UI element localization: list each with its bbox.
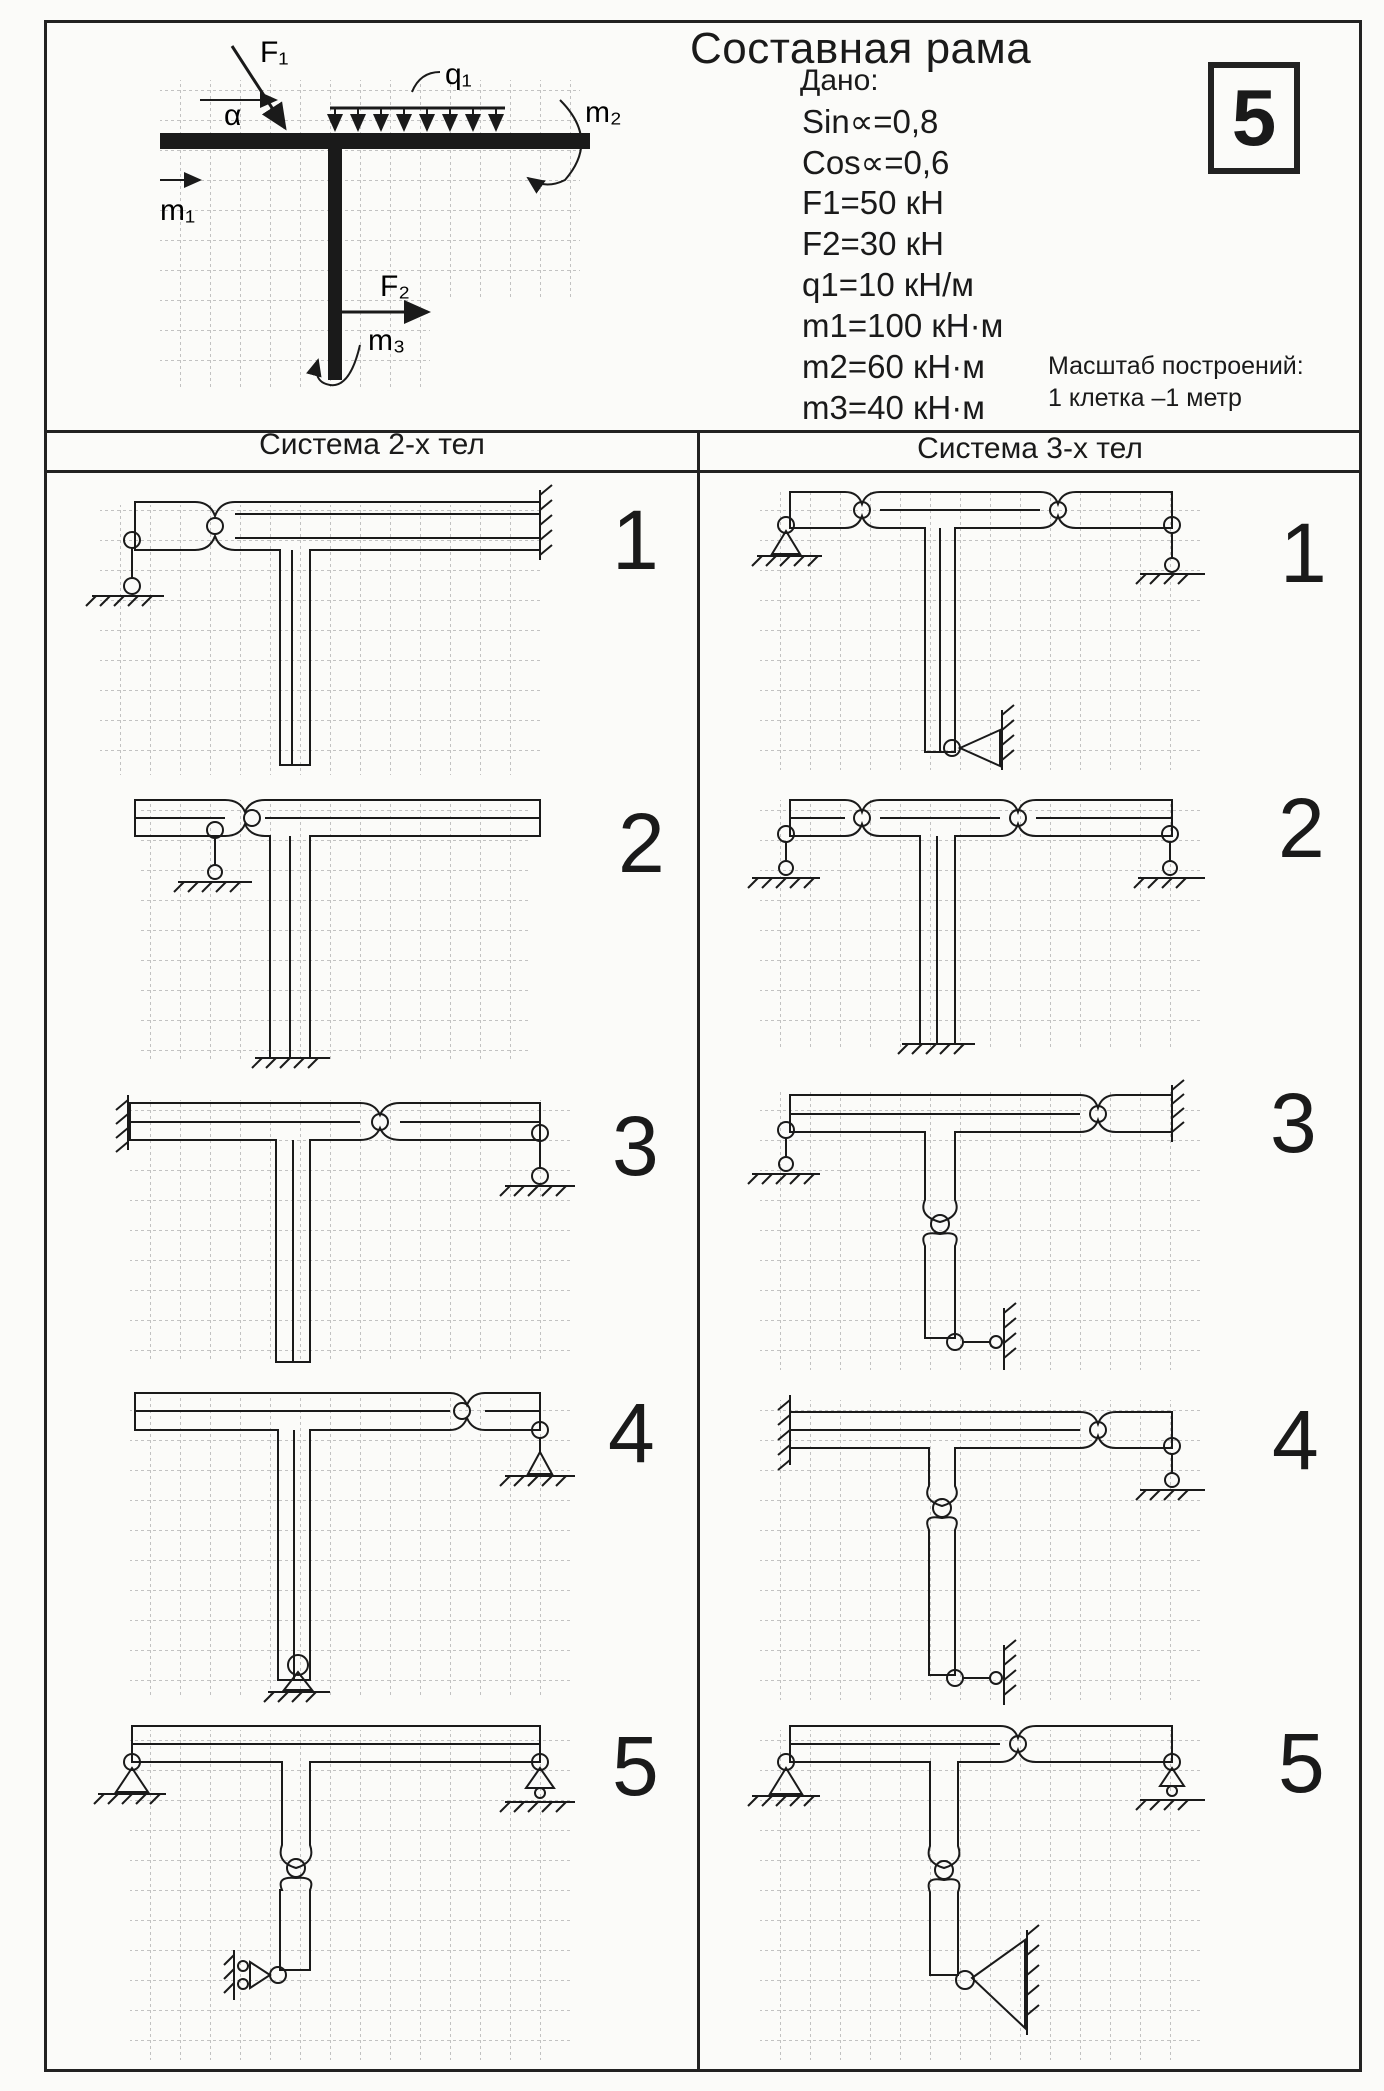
scheme-number-3body: 2 xyxy=(1278,781,1325,875)
label-F1: F₁ xyxy=(260,36,288,69)
divider-columns xyxy=(697,430,700,2072)
page-title: Составная рама xyxy=(690,24,1032,73)
scheme-number-2body: 5 xyxy=(612,1719,659,1813)
main-beam xyxy=(160,133,590,149)
scheme-number-3body: 4 xyxy=(1272,1393,1319,1487)
scheme-number-3body: 5 xyxy=(1278,1716,1325,1810)
given-item: F1=50 кН xyxy=(802,184,944,221)
scheme-3body-5 xyxy=(747,1725,1205,2060)
scheme-number-2body: 4 xyxy=(608,1386,655,1480)
main-column xyxy=(328,140,342,380)
scheme-number-2body: 2 xyxy=(618,796,665,890)
scale-label: Масштаб построений: xyxy=(1048,352,1304,380)
label-F2: F₂ xyxy=(380,270,410,303)
label-q1: q₁ xyxy=(445,58,472,91)
scale-value: 1 клетка –1 метр xyxy=(1048,384,1242,412)
divider-header xyxy=(44,430,1362,433)
main-frame-figure: q₁ F₁ α m₁ m₂ F₂ m₃ xyxy=(160,36,622,390)
given-label: Дано: xyxy=(800,64,879,97)
given-item: q1=10 кН/м xyxy=(802,266,974,303)
scheme-2body-4 xyxy=(130,1392,575,1703)
given-item: F2=30 кН xyxy=(802,225,944,262)
label-m3: m₃ xyxy=(368,324,405,357)
scheme-2body-1 xyxy=(85,484,553,775)
given-item: Sin∝=0,8 xyxy=(802,103,939,140)
scheme-2body-5 xyxy=(93,1725,575,2060)
label-alpha: α xyxy=(224,99,241,132)
label-m2: m₂ xyxy=(585,96,622,129)
scheme-3body-2 xyxy=(747,799,1205,1055)
given-item: Cos∝=0,6 xyxy=(802,144,950,181)
section-head-three-body: Система 3-х тел xyxy=(917,432,1143,465)
scheme-number-2body: 3 xyxy=(612,1099,659,1193)
given-item: m1=100 кН·м xyxy=(802,307,1004,344)
given-item: m2=60 кН·м xyxy=(802,348,985,385)
scheme-number-3body: 1 xyxy=(1280,506,1327,600)
label-m1: m₁ xyxy=(160,194,195,227)
given-item: m3=40 кН·м xyxy=(802,389,985,426)
scheme-number-2body: 1 xyxy=(612,493,659,587)
sheet-frame xyxy=(44,20,1362,2072)
scheme-2body-3 xyxy=(115,1095,575,1363)
variant-number: 5 xyxy=(1208,62,1300,174)
scheme-2body-2 xyxy=(134,799,541,1069)
scheme-number-3body: 3 xyxy=(1270,1076,1317,1170)
scheme-3body-1 xyxy=(751,490,1205,770)
scheme-3body-4 xyxy=(760,1395,1205,1705)
scheme-3body-3 xyxy=(747,1079,1200,1370)
divider-section-heads xyxy=(44,470,1362,473)
section-head-two-body: Система 2-х тел xyxy=(259,428,485,461)
